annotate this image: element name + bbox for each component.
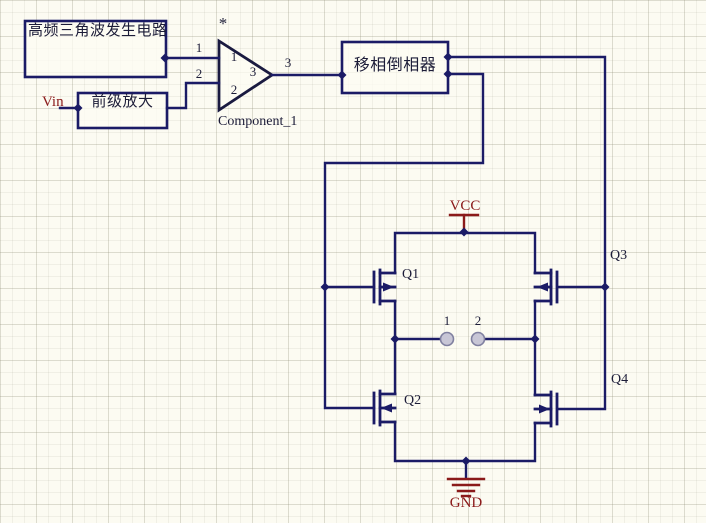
pin-1-wire-label: 1 xyxy=(195,40,203,55)
vcc-net-label[interactable]: VCC xyxy=(449,198,481,214)
comparator-symbol[interactable] xyxy=(217,38,275,113)
output-node-1-pad[interactable] xyxy=(439,331,455,347)
comparator-marker: * xyxy=(218,14,228,33)
q1-designator[interactable]: Q1 xyxy=(402,267,420,282)
comparator-designator[interactable]: Component_1 xyxy=(218,114,298,129)
mosfet-q1-symbol[interactable] xyxy=(372,268,397,306)
vin-net-label[interactable]: Vin xyxy=(42,94,64,110)
q3-arrow-icon xyxy=(537,282,548,292)
wire-gnd-rail[interactable] xyxy=(393,420,537,463)
comparator-pin2-inner-label: 2 xyxy=(230,82,238,97)
block-triangle-generator[interactable] xyxy=(23,19,168,79)
mosfet-q2-symbol[interactable] xyxy=(372,389,397,427)
mosfet-q4-symbol[interactable] xyxy=(533,390,559,428)
junction-dots xyxy=(73,52,610,466)
pin-3-wire-label: 3 xyxy=(284,55,292,70)
wire-preamp-to-pin2[interactable] xyxy=(165,81,221,110)
q2-arrow-icon xyxy=(381,403,392,413)
q2-designator[interactable]: Q2 xyxy=(404,393,422,408)
triangle-generator-label[interactable]: 高频三角波发生电路 xyxy=(28,23,168,39)
q1-arrow-icon xyxy=(383,282,394,292)
gnd-net-label[interactable]: GND xyxy=(449,495,483,511)
output-node-2-label: 2 xyxy=(474,313,482,328)
phase-inverter-label[interactable]: 移相倒相器 xyxy=(353,57,437,74)
block-preamp[interactable] xyxy=(76,91,169,130)
q3-designator[interactable]: Q3 xyxy=(610,248,628,263)
pin-2-wire-label: 2 xyxy=(195,66,203,81)
block-phase-inverter[interactable] xyxy=(340,40,450,95)
wire-inverter-out-right[interactable] xyxy=(446,55,607,411)
comparator-pin1-inner-label: 1 xyxy=(230,49,238,64)
preamp-label[interactable]: 前级放大 xyxy=(91,94,154,110)
q4-designator[interactable]: Q4 xyxy=(611,372,629,387)
output-node-2-pad[interactable] xyxy=(470,331,486,347)
q4-arrow-icon xyxy=(539,404,550,414)
wire-inverter-out-left[interactable] xyxy=(323,72,485,410)
gnd-earth-symbol[interactable] xyxy=(446,477,486,498)
comparator-pin3-inner-label: 3 xyxy=(249,64,257,79)
output-node-1-label: 1 xyxy=(443,313,451,328)
mosfet-q3-symbol[interactable] xyxy=(533,268,559,306)
